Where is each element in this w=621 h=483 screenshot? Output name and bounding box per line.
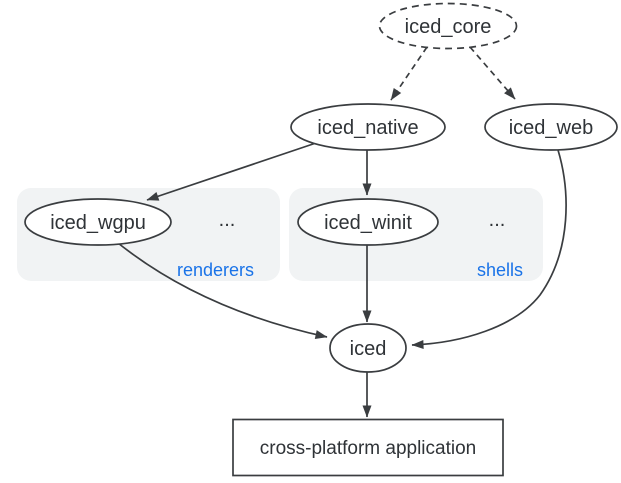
iced-native-label: iced_native xyxy=(317,117,418,139)
node-iced-web: iced_web xyxy=(484,103,618,151)
renderers-group-label: renderers xyxy=(177,260,254,280)
iced-wgpu-label: iced_wgpu xyxy=(50,212,146,234)
edge-core-to-web xyxy=(469,46,516,100)
iced-winit-label: iced_winit xyxy=(324,212,412,234)
iced-label: iced xyxy=(350,338,387,360)
iced-native-ellipse xyxy=(290,103,446,151)
node-iced-native: iced_native xyxy=(290,103,446,151)
app-rectangle xyxy=(232,418,504,477)
edge-core-to-native xyxy=(390,46,428,101)
iced-wgpu-ellipse xyxy=(24,198,172,246)
edge-wgpu-to-iced xyxy=(117,242,328,339)
node-iced: iced xyxy=(329,323,407,373)
node-cross-platform-application: cross-platform application xyxy=(232,418,504,477)
shells-ellipsis: ... xyxy=(489,209,506,231)
iced-winit-ellipse xyxy=(297,198,439,246)
renderers-ellipsis: ... xyxy=(219,209,236,231)
edge-web-to-iced xyxy=(411,149,567,350)
edge-native-to-wgpu xyxy=(146,142,317,201)
node-iced-winit: iced_winit xyxy=(297,198,439,246)
iced-web-label: iced_web xyxy=(509,117,594,139)
node-iced-wgpu: iced_wgpu xyxy=(24,198,172,246)
iced-core-label: iced_core xyxy=(405,16,492,38)
iced-web-ellipse xyxy=(484,103,618,151)
node-iced-core: iced_core xyxy=(378,2,518,50)
shells-group-label: shells xyxy=(477,260,523,280)
iced-ellipse xyxy=(329,323,407,373)
iced-core-ellipse xyxy=(378,2,518,50)
app-label: cross-platform application xyxy=(260,438,476,459)
